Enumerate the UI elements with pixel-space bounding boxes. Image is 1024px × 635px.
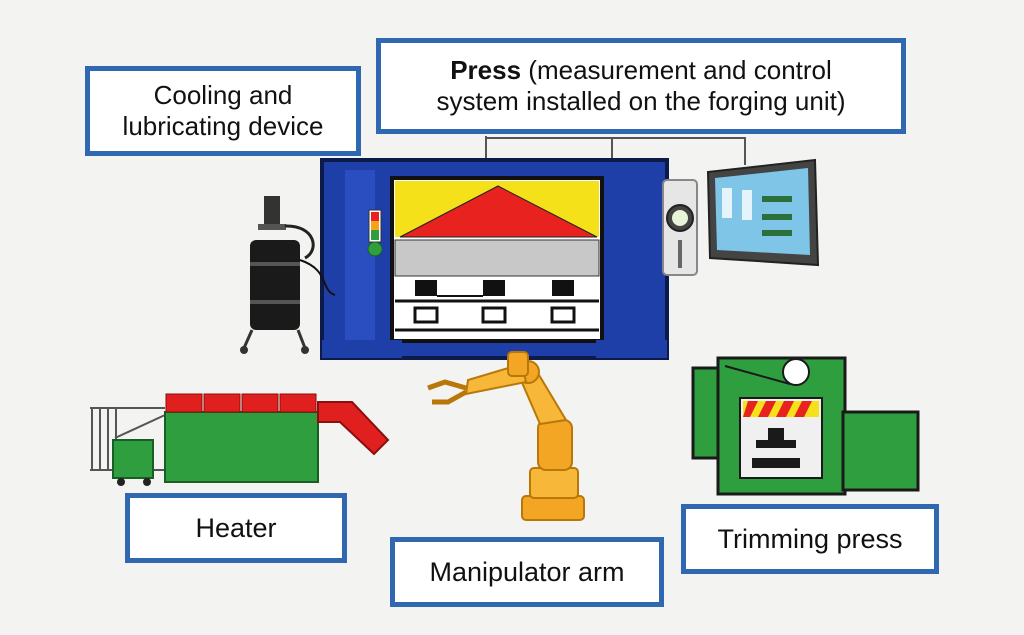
- label-manipulator-arm: Manipulator arm: [390, 537, 664, 607]
- trimming-label-text: Trimming press: [717, 523, 903, 554]
- forging-press-icon: [320, 158, 669, 360]
- digital-gauge-icon: [662, 179, 698, 276]
- robot-arm-icon: [427, 351, 585, 521]
- label-trimming-press: Trimming press: [681, 504, 939, 574]
- touch-monitor-icon: [706, 158, 820, 267]
- heater-furnace-icon: [90, 393, 390, 486]
- cooling-label-line2: lubricating device: [122, 111, 324, 141]
- manipulator-label-text: Manipulator arm: [429, 556, 625, 587]
- press-label-rest: (measurement and control: [521, 54, 832, 85]
- lubricator-drum-icon: [240, 196, 336, 354]
- heater-label-text: Heater: [195, 512, 277, 543]
- cooling-label-line1: Cooling and: [153, 79, 293, 110]
- trimming-press-icon: [691, 356, 920, 496]
- press-label-bold: Press: [450, 54, 522, 85]
- label-heater: Heater: [125, 493, 347, 563]
- label-cooling-lubricating-device: Cooling and lubricating device: [85, 66, 361, 156]
- press-label-line1: Press (measurement and control: [450, 55, 832, 86]
- label-press: Press (measurement and control system in…: [376, 38, 906, 134]
- press-label-line2: system installed on the forging unit): [436, 86, 846, 116]
